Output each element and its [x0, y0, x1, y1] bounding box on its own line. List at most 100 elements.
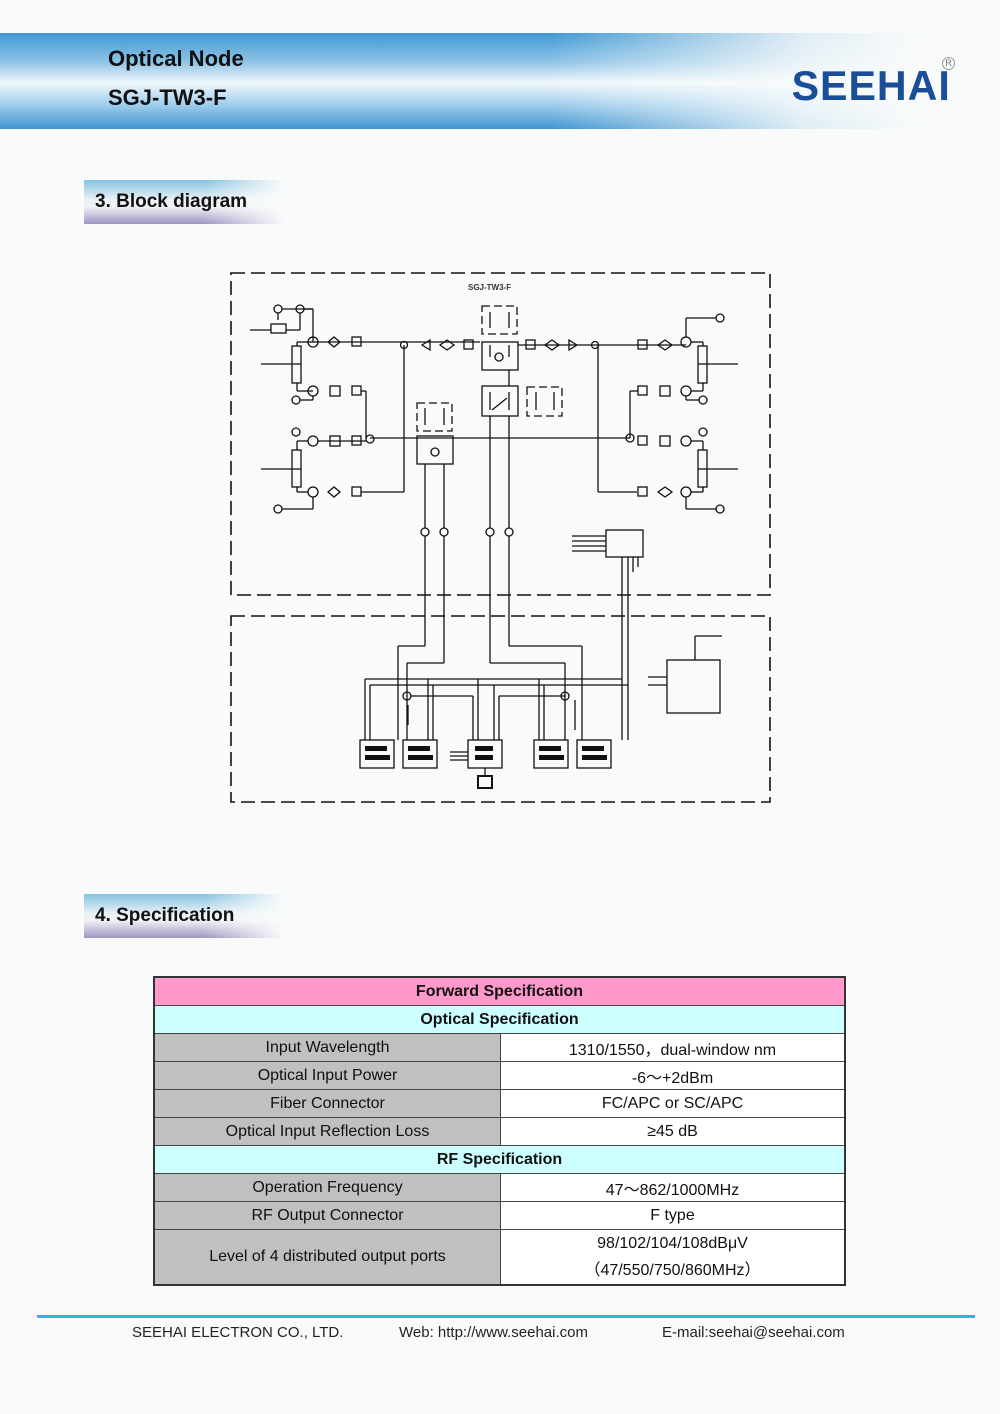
- left-upper-rf-chain: [250, 304, 409, 492]
- receiver-block-icon: [416, 435, 454, 465]
- diagram-title: SGJ-TW3-F: [468, 283, 511, 292]
- spec-value: 98/102/104/108dBμV （47/550/750/860MHz）: [500, 1229, 846, 1286]
- equalizer-icon: [438, 339, 456, 351]
- test-port-icon: [273, 504, 283, 514]
- receiver-block-icon: [481, 341, 519, 371]
- power-supply-module: [666, 659, 721, 714]
- attenuator-icon: [351, 486, 362, 497]
- forward-receiver-module-2: [576, 739, 612, 769]
- switch-icon: [329, 385, 341, 397]
- optical-switch-icon: [481, 385, 519, 417]
- coupler-icon: [560, 691, 570, 701]
- spec-label: Optical Input Power: [153, 1061, 501, 1090]
- test-port-icon: [291, 395, 301, 405]
- switch-icon: [659, 435, 671, 447]
- section-title: 4. Specification: [95, 905, 235, 926]
- test-port-icon: [715, 313, 725, 323]
- equalizer-icon: [326, 336, 342, 348]
- combiner-icon: [365, 434, 375, 444]
- spec-value-line: （47/550/750/860MHz）: [584, 1262, 761, 1279]
- network-port-icon: [477, 775, 493, 789]
- equalizer-icon: [543, 339, 561, 351]
- dip-switch-icon: [481, 305, 518, 335]
- optical-connector-icon: [504, 527, 514, 537]
- spec-value: 1310/1550，dual-window nm: [500, 1033, 846, 1062]
- dip-switch-icon: [526, 386, 563, 417]
- coupler-icon: [680, 435, 692, 447]
- spec-value: -6～+2dBm: [500, 1061, 846, 1090]
- test-port-icon: [698, 395, 708, 405]
- header-band: [0, 33, 1000, 129]
- equalizer-icon: [656, 339, 674, 351]
- optical-spec-header: Optical Specification: [153, 1005, 846, 1034]
- coupler-icon: [307, 435, 319, 447]
- coupler-icon: [680, 486, 692, 498]
- test-port-icon: [698, 427, 708, 437]
- attenuator-icon: [637, 339, 648, 350]
- test-port-icon: [291, 427, 301, 437]
- splitter-icon: [625, 433, 635, 443]
- attenuator-icon: [463, 339, 474, 350]
- spec-value: 47～862/1000MHz: [500, 1173, 846, 1202]
- equalizer-icon: [656, 486, 674, 498]
- footer-email: E-mail:seehai@seehai.com: [662, 1324, 845, 1341]
- attenuator-icon: [351, 385, 362, 396]
- specification-table: Forward Specification Optical Specificat…: [153, 976, 846, 1286]
- spec-label: Level of 4 distributed output ports: [153, 1229, 501, 1286]
- table-row: RF Output Connector F type: [153, 1201, 846, 1230]
- table-subheader-row: Optical Specification: [153, 1005, 846, 1034]
- lower-module-wiring: [364, 536, 628, 740]
- test-port-icon: [273, 304, 283, 314]
- attenuator-icon: [637, 435, 648, 446]
- attenuator-icon: [525, 339, 536, 350]
- control-module-icon: [605, 529, 644, 558]
- reverse-transmitter-module-2: [402, 739, 438, 769]
- dip-switch-icon: [416, 402, 453, 432]
- model-number: SGJ-TW3-F: [108, 85, 227, 110]
- section-heading-block-diagram: 3. Block diagram: [84, 180, 284, 224]
- optical-connector-icon: [439, 527, 449, 537]
- table-row: Operation Frequency 47～862/1000MHz: [153, 1173, 846, 1202]
- spec-label: Input Wavelength: [153, 1033, 501, 1062]
- spec-value: FC/APC or SC/APC: [500, 1089, 846, 1118]
- optical-connector-icon: [485, 527, 495, 537]
- equalizer-icon: [326, 486, 342, 498]
- photodiode-icon: [494, 352, 504, 362]
- spec-label: Optical Input Reflection Loss: [153, 1117, 501, 1146]
- section-heading-specification: 4. Specification: [84, 894, 284, 938]
- spec-label: RF Output Connector: [153, 1201, 501, 1230]
- left-lower-rf-chain: [261, 427, 404, 514]
- rf-spec-header: RF Specification: [153, 1145, 846, 1174]
- block-diagram: SGJ-TW3-F: [230, 272, 771, 803]
- right-upper-rf-chain: [629, 313, 738, 438]
- table-row: Input Wavelength 1310/1550，dual-window n…: [153, 1033, 846, 1062]
- optical-connector-icon: [420, 527, 430, 537]
- table-row: Fiber Connector FC/APC or SC/APC: [153, 1089, 846, 1118]
- module-box-icon: [270, 323, 287, 334]
- test-port-icon: [715, 504, 725, 514]
- center-rf-chain: [416, 305, 637, 537]
- table-row: Level of 4 distributed output ports 98/1…: [153, 1229, 846, 1286]
- reverse-transmitter-module-1: [359, 739, 395, 769]
- attenuator-icon: [351, 336, 362, 347]
- upper-module-frame: [230, 272, 771, 596]
- footer-divider: [37, 1315, 975, 1318]
- coupler-icon: [307, 486, 319, 498]
- section-title: 3. Block diagram: [95, 191, 248, 212]
- document-title: Optical Node: [108, 46, 244, 71]
- attenuator-icon: [637, 385, 648, 396]
- forward-receiver-module-1: [533, 739, 569, 769]
- table-row: Optical Input Reflection Loss ≥45 dB: [153, 1117, 846, 1146]
- footer-company: SEEHAI ELECTRON CO., LTD.: [132, 1324, 344, 1341]
- spec-value-line: 98/102/104/108dBμV: [597, 1235, 748, 1252]
- footer-web: Web: http://www.seehai.com: [399, 1324, 588, 1341]
- spec-label: Fiber Connector: [153, 1089, 501, 1118]
- amplifier-icon: [568, 338, 579, 352]
- right-lower-rf-chain: [625, 427, 738, 514]
- attenuator-icon: [637, 486, 648, 497]
- table-header-row: Forward Specification: [153, 976, 846, 1006]
- photodiode-icon: [430, 447, 440, 457]
- table-row: Optical Input Power -6～+2dBm: [153, 1061, 846, 1090]
- amplifier-icon: [420, 338, 431, 352]
- coupler-icon: [680, 385, 692, 397]
